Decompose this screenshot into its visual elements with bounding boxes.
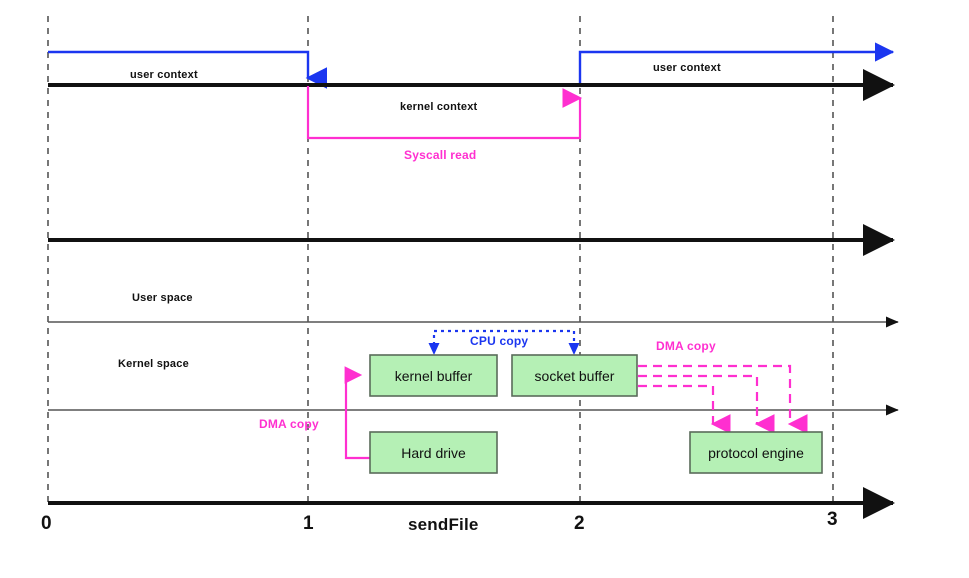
syscall-path [306, 86, 583, 140]
box-label-kernel-buffer: kernel buffer [394, 367, 473, 384]
label-dma-copy-read: DMA copy [259, 417, 319, 431]
tick-label-2: 2 [574, 513, 585, 534]
dma-copy-read-arrow [344, 366, 370, 460]
cpu-copy-arrowhead-right [568, 343, 580, 355]
label-user-context-left: user context [130, 69, 198, 81]
cpu-copy-arrowhead-left [428, 343, 440, 355]
label-syscall-read: Syscall read [404, 148, 477, 162]
box-label-protocol-engine: protocol engine [708, 444, 804, 461]
dma-write-line-3 [638, 384, 731, 434]
box-hard-drive [369, 431, 498, 474]
tick-label-0: 0 [41, 513, 52, 534]
box-kernel-buffer [369, 354, 498, 397]
time-guides [47, 16, 834, 508]
dma-write-line-1 [638, 364, 808, 434]
syscall-bracket [306, 86, 583, 140]
cpu-copy-arrowheads [428, 343, 580, 355]
dma-write-line-2 [638, 374, 775, 434]
label-user-context-right: user context [653, 62, 721, 74]
tick-label-1: 1 [303, 513, 314, 534]
component-boxes [369, 354, 823, 474]
label-kernel-context: kernel context [400, 101, 478, 113]
user-context-path [48, 42, 895, 89]
label-kernel-space: Kernel space [118, 358, 189, 370]
dma-copy-write-arrows [638, 364, 808, 434]
label-dma-copy-write: DMA copy [656, 339, 716, 353]
user-context-left-segment [48, 50, 328, 89]
label-user-space: User space [132, 292, 193, 304]
label-cpu-copy: CPU copy [470, 334, 529, 348]
tick-label-3: 3 [827, 509, 838, 530]
cpu-copy-arrow [432, 329, 576, 345]
timeline-axis-label: sendFile [408, 515, 479, 534]
box-label-hard-drive: Hard drive [401, 444, 466, 461]
box-socket-buffer [511, 354, 638, 397]
box-label-socket-buffer: socket buffer [534, 367, 615, 384]
user-context-right-segment [578, 42, 895, 85]
box-protocol-engine [689, 431, 823, 474]
